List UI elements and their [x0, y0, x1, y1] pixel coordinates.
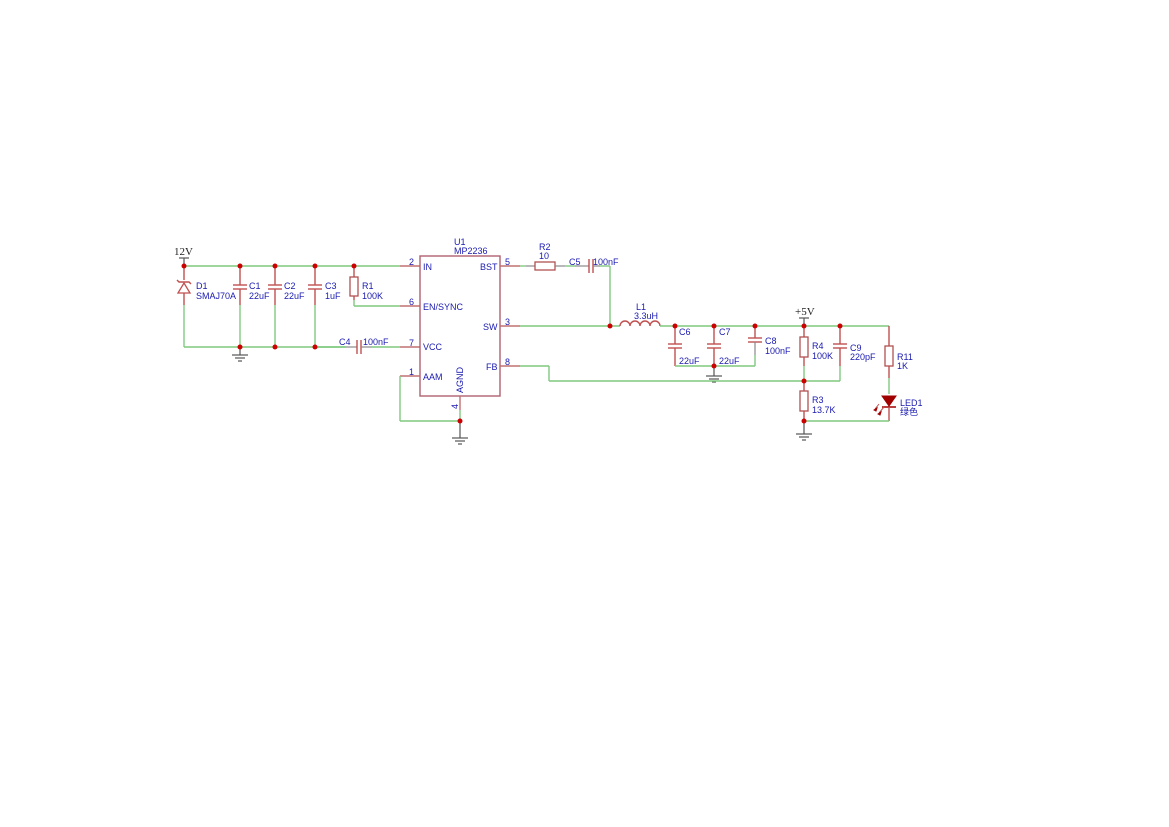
resistor-r3[interactable]: R3 13.7K — [799, 381, 836, 421]
pin-name-agnd: AGND — [455, 366, 465, 393]
diode-d1[interactable]: D1 SMAJ70A — [176, 266, 236, 347]
r1-value: 100K — [362, 291, 383, 301]
pin-name-bst: BST — [480, 262, 498, 272]
pin-num-sw: 3 — [505, 317, 510, 327]
led-led1[interactable]: LED1 绿色 — [873, 395, 923, 421]
c5-value: 100nF — [593, 257, 619, 267]
pin-num-agnd: 4 — [450, 404, 460, 409]
net-led-gnd — [796, 420, 889, 441]
d1-ref: D1 — [196, 281, 208, 291]
pin-name-sw: SW — [483, 322, 498, 332]
c2-value: 22uF — [284, 291, 305, 301]
ic-u1[interactable]: U1 MP2236 2 IN 6 EN/SYNC 7 VCC 1 AAM AGN… — [400, 237, 520, 410]
c6-ref: C6 — [679, 327, 691, 337]
pin-name-en: EN/SYNC — [423, 302, 464, 312]
l1-ref: L1 — [636, 302, 646, 312]
resistor-r4[interactable]: R4 100K — [799, 326, 833, 381]
r4-ref: R4 — [812, 341, 824, 351]
power-label-5v: +5V — [795, 306, 815, 318]
r3-ref: R3 — [812, 395, 824, 405]
capacitor-c3[interactable]: C3 1uF — [308, 266, 341, 347]
c9-value: 220pF — [850, 352, 876, 362]
capacitor-c5[interactable]: C5 100nF — [565, 257, 619, 326]
capacitor-c8[interactable]: C8 100nF — [748, 326, 791, 366]
r4-value: 100K — [812, 351, 833, 361]
pin-num-vcc: 7 — [409, 338, 414, 348]
r2-ref: R2 — [539, 242, 551, 252]
c3-ref: C3 — [325, 281, 337, 291]
r1-ref: R1 — [362, 281, 374, 291]
u1-value: MP2236 — [454, 246, 488, 256]
pin-num-in: 2 — [409, 257, 414, 267]
d1-value: SMAJ70A — [196, 291, 236, 301]
pin-name-aam: AAM — [423, 372, 443, 382]
ground-symbol-ic — [452, 437, 468, 445]
c6-value: 22uF — [679, 356, 700, 366]
capacitor-c2[interactable]: C2 22uF — [268, 266, 305, 347]
c1-ref: C1 — [249, 281, 261, 291]
capacitor-c4[interactable]: C4 100nF — [315, 337, 420, 354]
r11-ref: R11 — [897, 352, 913, 362]
pin-name-vcc: VCC — [423, 342, 443, 352]
c1-value: 22uF — [249, 291, 270, 301]
c4-value: 100nF — [363, 337, 389, 347]
net-fb — [520, 365, 840, 382]
capacitor-c6[interactable]: C6 22uF — [668, 326, 714, 367]
c5-ref: C5 — [569, 257, 581, 267]
led1-ref: LED1 — [900, 398, 923, 408]
c9-ref: C9 — [850, 343, 862, 353]
net-sw — [520, 323, 620, 329]
power-label-12v: 12V — [174, 246, 193, 258]
pin-name-fb: FB — [486, 362, 498, 372]
junctions-input — [181, 263, 357, 350]
pin-num-aam: 1 — [409, 367, 414, 377]
c8-ref: C8 — [765, 336, 777, 346]
r3-value: 13.7K — [812, 405, 836, 415]
power-symbol-5v: +5V — [795, 306, 815, 326]
c7-value: 22uF — [719, 356, 740, 366]
r2-value: 10 — [539, 251, 549, 261]
led1-value: 绿色 — [900, 406, 918, 417]
junctions-output — [672, 323, 843, 424]
c4-ref: C4 — [339, 337, 351, 347]
power-symbol-12v: 12V — [174, 246, 193, 266]
capacitor-c1[interactable]: C1 22uF — [233, 266, 270, 347]
r11-value: 1K — [897, 361, 908, 371]
resistor-r2[interactable]: R2 10 — [520, 242, 565, 271]
c8-value: 100nF — [765, 346, 791, 356]
c3-value: 1uF — [325, 291, 341, 301]
c2-ref: C2 — [284, 281, 296, 291]
inductor-l1[interactable]: L1 3.3uH — [619, 302, 661, 327]
capacitor-c7[interactable]: C7 22uF — [707, 326, 755, 367]
pin-num-fb: 8 — [505, 357, 510, 367]
pin-num-bst: 5 — [505, 257, 510, 267]
u1-ref: U1 — [454, 237, 466, 247]
l1-value: 3.3uH — [634, 311, 658, 321]
pin-num-en: 6 — [409, 297, 414, 307]
capacitor-c9[interactable]: C9 220pF — [833, 326, 876, 381]
pin-name-in: IN — [423, 262, 432, 272]
resistor-r11[interactable]: R11 1K — [884, 326, 913, 394]
net-aam-agnd — [399, 376, 463, 438]
c7-ref: C7 — [719, 327, 731, 337]
